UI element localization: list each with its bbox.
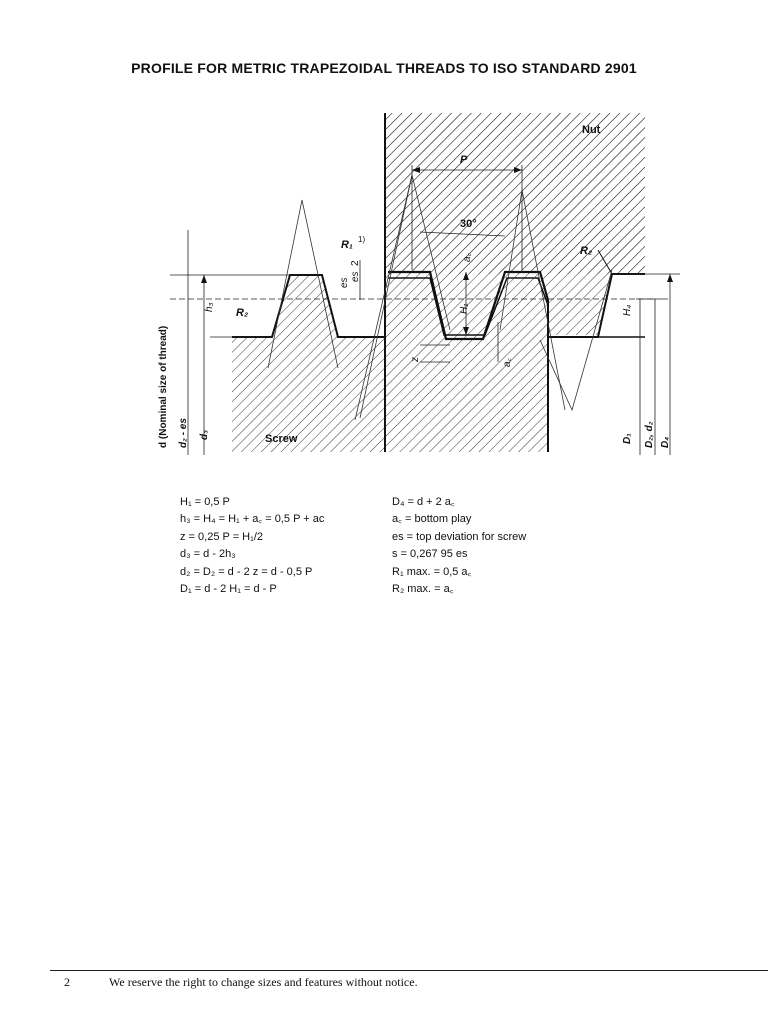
formula-line: a꜀ = bottom play xyxy=(392,513,472,526)
formula-line: s = 0,267 95 es xyxy=(392,548,468,561)
formula-line: H₁ = 0,5 P xyxy=(180,496,230,508)
formula-line: R₁ max. = 0,5 a꜀ xyxy=(392,565,472,578)
nut-label: Nut xyxy=(582,124,601,136)
es-half-den: 2 xyxy=(350,260,361,266)
page-title: PROFILE FOR METRIC TRAPEZOIDAL THREADS T… xyxy=(131,60,637,76)
screw-label: Screw xyxy=(265,433,298,445)
ac-bottom-label: a꜀ xyxy=(502,357,513,367)
angle-label: 30° xyxy=(460,218,477,230)
D1-label: D₁ xyxy=(622,433,633,444)
formula-line: D₁ = d - 2 H₁ = d - P xyxy=(180,583,277,596)
formula-line: D₄ = d + 2 a꜀ xyxy=(392,496,455,508)
dimension-lines xyxy=(170,165,680,455)
r2-left-label: R₂ xyxy=(236,307,248,319)
screw-body xyxy=(232,274,548,452)
formula-line: d₂ = D₂ = d - 2 z = d - 0,5 P xyxy=(180,565,313,578)
page-number: 2 xyxy=(64,975,70,989)
es-label: es xyxy=(339,277,350,288)
formula-line: z = 0,25 P = H₁/2 xyxy=(180,530,264,543)
d3-label: d₃ xyxy=(199,430,210,440)
formula-line: R₂ max. = a꜀ xyxy=(392,583,454,596)
formula-line: d₃ = d - 2h₃ xyxy=(180,548,236,561)
arrowheads xyxy=(201,167,673,335)
pitch-label: P xyxy=(460,154,468,166)
es-half-num: es xyxy=(350,271,361,282)
formula-line: es = top deviation for screw xyxy=(392,530,527,543)
d2-es-label: d₂ - es xyxy=(178,418,189,448)
ac-top-label: a꜀ xyxy=(462,252,473,262)
nominal-size-label: d (Nominal size of thread) xyxy=(158,326,169,448)
D2-d2-label: D₂, d₂ xyxy=(644,421,655,448)
h3-label: h₃ xyxy=(204,302,215,312)
r1-note: 1) xyxy=(358,235,365,244)
footer-notice: We reserve the right to change sizes and… xyxy=(109,975,418,989)
h1-label: H₁ xyxy=(459,304,470,314)
r2-right-label: R₂ xyxy=(580,245,592,257)
formula-line: h₃ = H₄ = H₁ + a꜀ = 0,5 P + ac xyxy=(180,513,325,526)
z-label: z xyxy=(410,357,421,363)
r1-label: R₁ xyxy=(341,239,353,251)
formulas-right: D₄ = d + 2 a꜀ a꜀ = bottom play es = top … xyxy=(392,494,622,598)
D4-label: D₄ xyxy=(660,437,671,448)
footer-divider xyxy=(50,970,768,971)
formulas-left: H₁ = 0,5 P h₃ = H₄ = H₁ + a꜀ = 0,5 P + a… xyxy=(180,494,395,598)
h4-label: H₄ xyxy=(622,305,633,316)
